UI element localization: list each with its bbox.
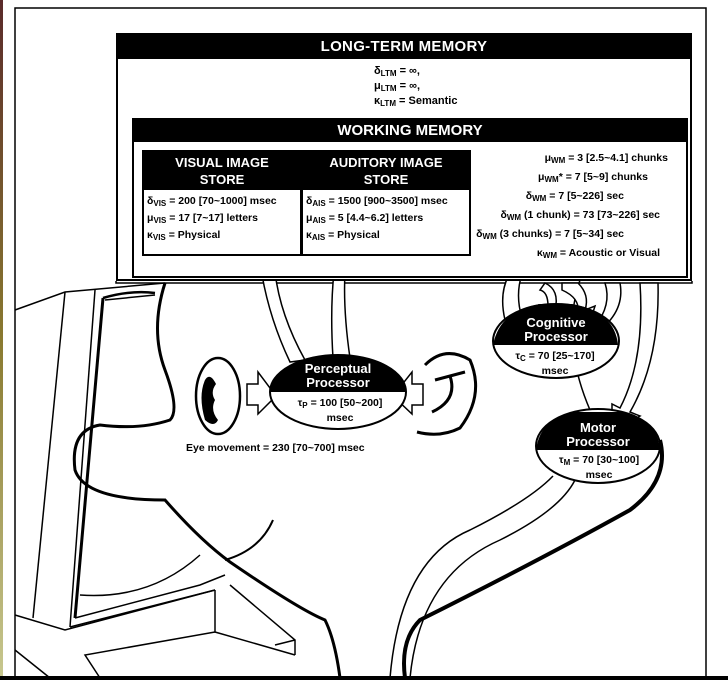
auditory-store-title: AUDITORY IMAGE STORE [303,152,469,190]
wm-params: μWM = 3 [2.5~4.1] chunks μWM* = 7 [5~9] … [476,150,694,264]
vis-param-kappa: κVIS = Physical [147,229,221,242]
ltm-params: δLTM = ∞, μLTM = ∞, κLTM = Semantic [118,65,690,110]
wm-param-mu-star: μWM* = 7 [5~9] chunks [538,171,648,184]
eye-input-arrow [246,369,277,416]
auditory-store-params: δAIS = 1500 [900~3500] msec μAIS = 5 [4.… [303,190,469,245]
ear-icon [416,352,478,436]
eye-icon [194,356,242,436]
ais-param-mu: μAIS = 5 [4.4~6.2] letters [306,212,424,225]
wm-param-mu: μWM = 3 [2.5~4.1] chunks [544,152,668,165]
ltm-param-delta: δLTM = ∞, [374,65,420,78]
vis-param-delta: δVIS = 200 [70~1000] msec [147,195,277,208]
motor-processor-shape [535,408,661,484]
bottom-border [0,676,728,680]
ltm-param-mu: μLTM = ∞, [374,80,421,93]
visual-store-params: δVIS = 200 [70~1000] msec μVIS = 17 [7~1… [144,190,300,245]
motor-arm [389,439,664,679]
wm-param-delta-3chunks: δWM (3 chunks) = 7 [5~34] sec [476,228,624,241]
motor-processor-title: Motor Processor [566,420,630,449]
ltm-bottom-edge [115,281,693,284]
ais-param-kappa: κAIS = Physical [306,229,380,242]
visual-image-store: VISUAL IMAGE STORE δVIS = 200 [70~1000] … [142,150,302,256]
ais-param-delta: δAIS = 1500 [900~3500] msec [306,195,448,208]
auditory-image-store: AUDITORY IMAGE STORE δAIS = 1500 [900~35… [301,150,471,256]
visual-store-title: VISUAL IMAGE STORE [144,152,300,190]
wm-title: WORKING MEMORY [134,120,686,142]
ltm-param-kappa: κLTM = Semantic [374,95,458,108]
perceptual-processor-shape [269,354,407,430]
eye-movement-label: Eye movement = 230 [70~700] msec [186,442,365,454]
cognitive-processor-title: Cognitive Processor [524,315,588,344]
wm-param-delta-1chunk: δWM (1 chunk) = 73 [73~226] sec [500,209,660,222]
ltm-title: LONG-TERM MEMORY [118,35,690,59]
wm-param-delta: δWM = 7 [5~226] sec [525,190,624,203]
wm-param-kappa: κWM = Acoustic or Visual [536,247,660,260]
left-edge-strip [0,0,3,680]
monitor [14,282,296,679]
cognitive-processor-param: τC = 70 [25~170] msec [515,350,595,377]
perceptual-processor-title: Perceptual Processor [304,361,372,390]
motor-processor-param: τM = 70 [30~100] msec [558,454,640,481]
cognitive-processor-shape [492,303,620,379]
perceptual-processor-param: τP = 100 [50~200] msec [297,397,383,424]
vis-param-mu: μVIS = 17 [7~17] letters [147,212,258,225]
